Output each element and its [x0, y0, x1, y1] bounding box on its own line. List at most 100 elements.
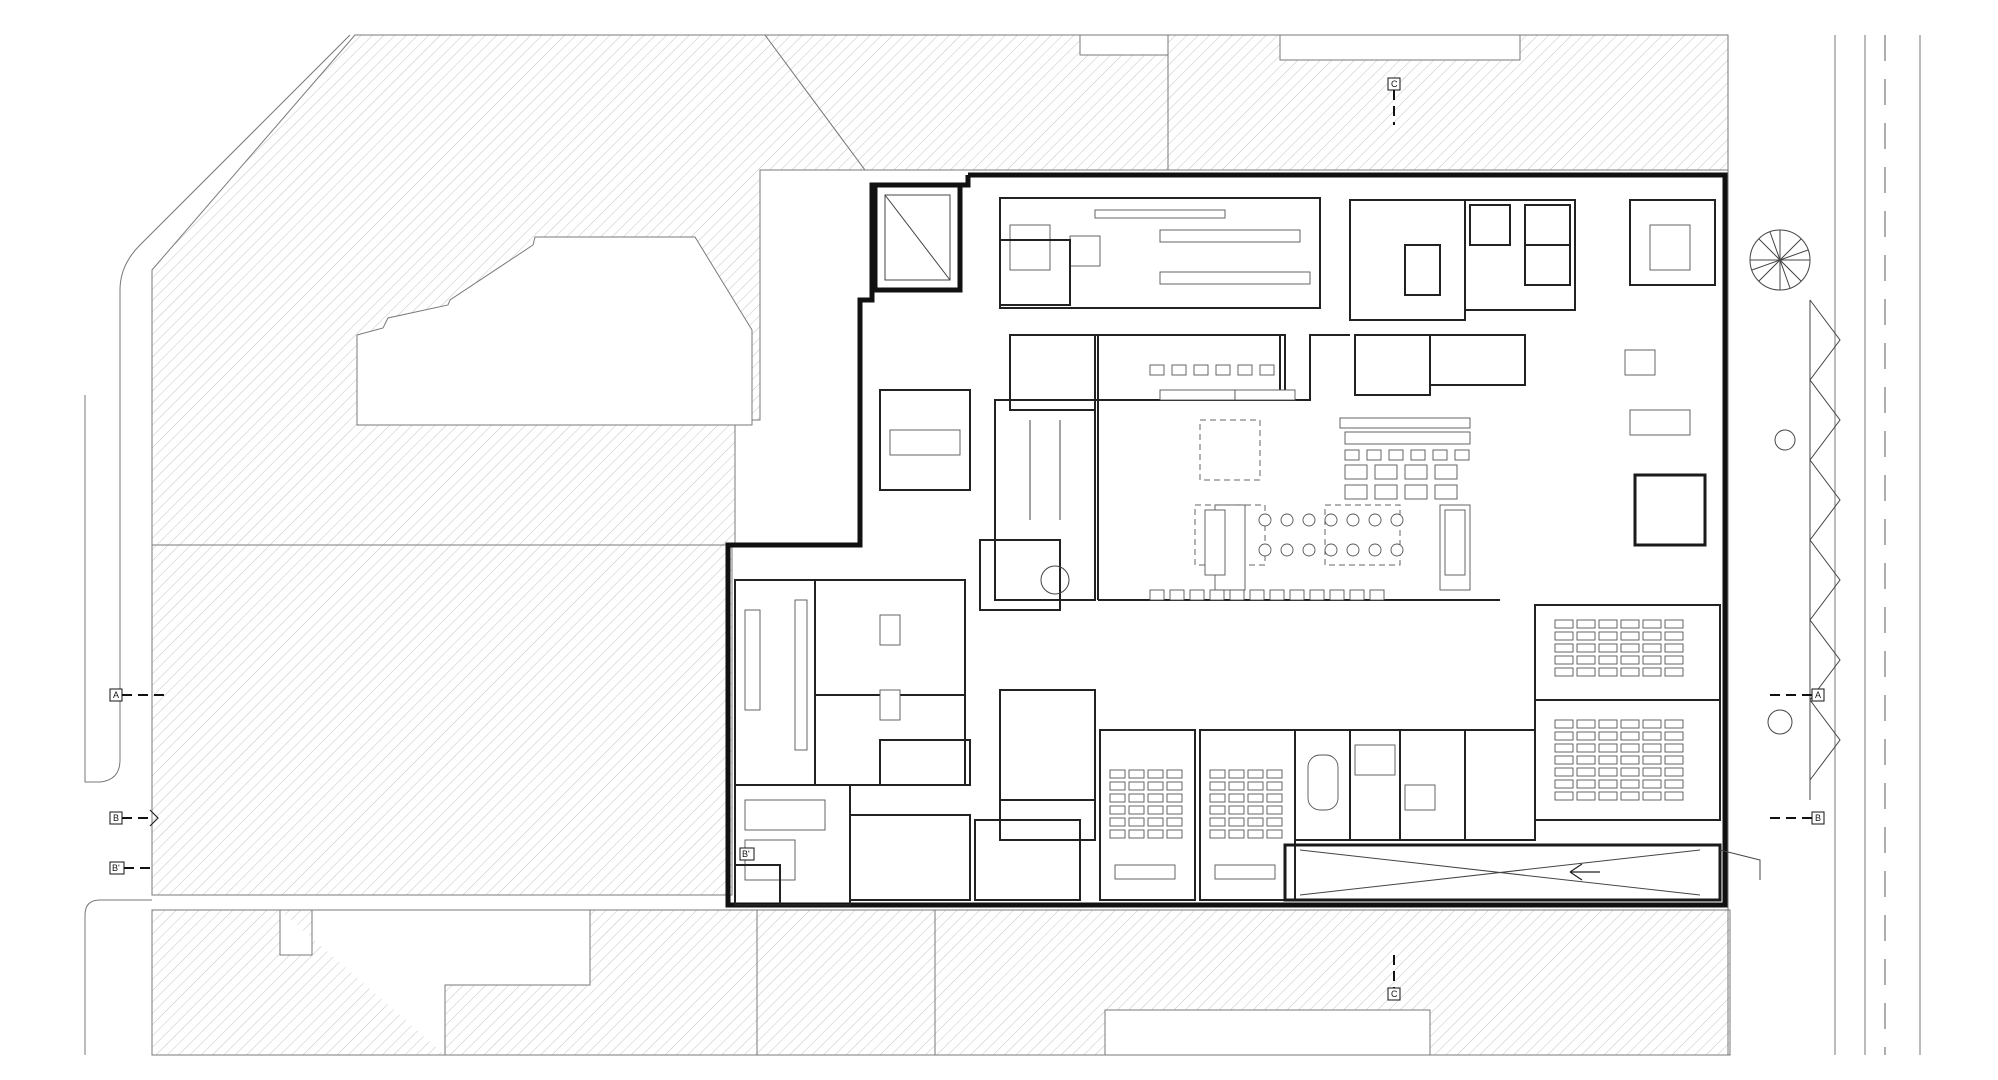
lecture-seat [1620, 655, 1640, 665]
bollard-icon [1774, 429, 1796, 451]
lecture-seat [1554, 767, 1574, 777]
section-markers: A A B B B' B' [109, 77, 1825, 1001]
table [1234, 389, 1296, 401]
section-marker-b2-inner: B' [739, 847, 755, 861]
chair [1249, 589, 1265, 601]
sofa [1404, 464, 1428, 480]
seminar-seat [1166, 829, 1183, 839]
seminar-rooms [1099, 729, 1536, 901]
chair [1169, 589, 1185, 601]
lecture-seat [1576, 643, 1596, 653]
hall-tables [1149, 364, 1470, 601]
seminar-seat [1247, 781, 1264, 791]
section-marker-b-left: B [109, 811, 123, 825]
lecture-seat [1554, 791, 1574, 801]
building-north-west [356, 236, 753, 426]
lecture-seat [1620, 619, 1640, 629]
chair [1189, 589, 1205, 601]
toilet-core [879, 239, 1096, 601]
stool [1324, 543, 1338, 557]
lecture-seat [1620, 755, 1640, 765]
ramp [1283, 843, 1761, 902]
chair [1259, 364, 1275, 376]
lecture-seat [1664, 731, 1684, 741]
stool [1258, 513, 1272, 527]
seminar-seat [1266, 805, 1283, 815]
lecture-seat [1598, 755, 1618, 765]
lecture-seat [1642, 743, 1662, 753]
seminar-seat [1247, 817, 1264, 827]
chair [1329, 589, 1345, 601]
svg-text:B: B [1815, 813, 1821, 823]
svg-text:A: A [1815, 690, 1821, 700]
seminar-seat [1147, 829, 1164, 839]
lecture-seat [1576, 655, 1596, 665]
seminar-seat [1128, 781, 1145, 791]
lecture-seat [1620, 643, 1640, 653]
street-curb-west-upper [84, 34, 351, 783]
seminar-seat [1247, 769, 1264, 779]
chair [1289, 589, 1305, 601]
lecture-seat [1554, 731, 1574, 741]
lecture-seat [1598, 643, 1618, 653]
svg-text:B': B' [742, 849, 750, 859]
street-curb-west-lower [84, 899, 152, 1055]
sofa [1434, 464, 1458, 480]
lecture-seat [1664, 767, 1684, 777]
svg-text:B': B' [112, 863, 120, 873]
stool [1258, 543, 1272, 557]
seminar-seat [1266, 781, 1283, 791]
lecture-seat [1576, 767, 1596, 777]
lecture-seat [1576, 731, 1596, 741]
chair [1149, 589, 1165, 601]
chair [1193, 364, 1209, 376]
lecture-seat [1620, 719, 1640, 729]
stool [1302, 543, 1316, 557]
seminar-seat [1247, 829, 1264, 839]
seminar-seat [1209, 769, 1226, 779]
seminar-seat [1228, 805, 1245, 815]
lecture-seat [1664, 755, 1684, 765]
lecture-seat [1598, 743, 1618, 753]
seminar-seat [1166, 781, 1183, 791]
sofa [1404, 484, 1428, 500]
lecture-seat [1620, 743, 1640, 753]
lecture-seat [1598, 779, 1618, 789]
seminar-seat [1209, 829, 1226, 839]
planter-icon [1767, 709, 1793, 735]
seminar-seat [1128, 769, 1145, 779]
stool [1368, 513, 1382, 527]
lecture-seat [1664, 667, 1684, 677]
chair [1269, 589, 1285, 601]
seminar-seat [1147, 781, 1164, 791]
lecture-seat [1642, 655, 1662, 665]
lecture-seat [1642, 767, 1662, 777]
chair [1388, 449, 1404, 461]
east-block [1464, 199, 1716, 547]
section-marker-c-bottom: C [1387, 987, 1401, 1001]
lecture-seat [1554, 631, 1574, 641]
lecture-seat [1554, 667, 1574, 677]
chair [1149, 364, 1165, 376]
lecture-seat [1642, 755, 1662, 765]
seminar-seat [1209, 793, 1226, 803]
lecture-seat [1554, 755, 1574, 765]
parcel-west [151, 544, 733, 896]
sofa [1344, 464, 1368, 480]
lecture-seat [1664, 779, 1684, 789]
lecture-seat [1554, 779, 1574, 789]
seminar-seat [1247, 805, 1264, 815]
lecture-seat [1598, 791, 1618, 801]
seminar-seat [1166, 817, 1183, 827]
sofa [1344, 484, 1368, 500]
building-north-east [1279, 34, 1521, 61]
lecture-seat [1664, 655, 1684, 665]
lecture-seat [1664, 619, 1684, 629]
seminar-seat [1109, 817, 1126, 827]
seminar-seat [1109, 829, 1126, 839]
lecture-seat [1554, 719, 1574, 729]
svg-text:A: A [113, 690, 119, 700]
seminar-seat [1266, 793, 1283, 803]
chair [1209, 589, 1225, 601]
lecture-seat [1598, 719, 1618, 729]
